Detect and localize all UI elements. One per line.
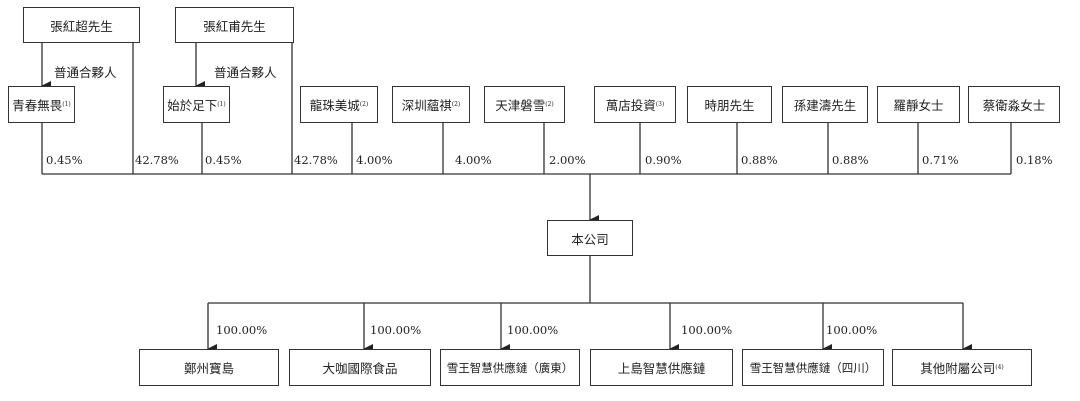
shareholder-name: 深圳蘊祺 — [401, 98, 452, 113]
subsidiary-box: 上島智慧供應鏈 — [590, 349, 733, 386]
shareholder-box: 萬店投資(3) — [594, 86, 676, 123]
pct-label: 100.00% — [216, 323, 268, 337]
subsidiary-name: 鄭州寶島 — [183, 361, 234, 376]
footnote: (1) — [217, 101, 226, 108]
subsidiary-box: 雪王智慧供應鏈（廣東） — [440, 349, 580, 386]
shareholder-name: 孫建濤先生 — [793, 98, 857, 113]
subsidiary-box: 大咖國際食品 — [289, 349, 431, 386]
shareholder-name: 萬店投資 — [605, 98, 656, 113]
subsidiary-name: 雪王智慧供應鏈（廣東） — [446, 360, 574, 375]
pct-label: 100.00% — [507, 323, 559, 337]
subsidiary-box: 雪王智慧供應鏈（四川） — [742, 349, 884, 386]
pct-label: 100.00% — [681, 323, 733, 337]
subsidiary-box: 鄭州寶島 — [139, 349, 279, 386]
gp-label: 普通合夥人 — [214, 65, 277, 80]
shareholder-box: 深圳蘊祺(2) — [392, 86, 470, 123]
shareholder-name: 蔡衛淼女士 — [982, 98, 1046, 113]
shareholder-box: 時朋先生 — [687, 86, 772, 123]
pct-label: 42.78% — [294, 153, 338, 167]
shareholder-box: 蔡衛淼女士 — [968, 86, 1060, 123]
footnote: (3) — [655, 101, 665, 108]
shareholder-box: 青春無畏(1) — [8, 86, 75, 123]
subsidiary-name: 大咖國際食品 — [322, 361, 398, 376]
founder-box: 張紅甫先生 — [175, 7, 294, 43]
gp-label: 普通合夥人 — [54, 65, 117, 80]
footnote: (2) — [359, 101, 369, 108]
shareholder-name: 龍珠美城 — [309, 98, 360, 113]
pct-label: 2.00% — [549, 153, 586, 167]
shareholder-box: 天津磐雪(2) — [484, 86, 565, 123]
founder-box: 張紅超先生 — [23, 7, 140, 43]
company-box: 本公司 — [547, 220, 633, 256]
footnote: (2) — [545, 101, 554, 108]
pct-label: 0.90% — [645, 153, 682, 167]
shareholder-box: 羅靜女士 — [877, 86, 960, 123]
subsidiary-name: 上島智慧供應鏈 — [617, 361, 706, 376]
shareholder-name: 始於足下 — [167, 98, 218, 113]
shareholder-name: 天津磐雪 — [495, 98, 546, 113]
pct-label: 100.00% — [370, 323, 422, 337]
subsidiary-name: 其他附屬公司 — [920, 361, 996, 376]
shareholder-box: 始於足下(1) — [163, 86, 230, 123]
pct-label: 0.45% — [205, 153, 242, 167]
pct-label: 100.00% — [826, 323, 878, 337]
pct-label: 42.78% — [135, 153, 179, 167]
company-name: 本公司 — [571, 231, 609, 247]
pct-label: 4.00% — [455, 153, 492, 167]
subsidiary-name: 雪王智慧供應鏈（四川） — [749, 360, 877, 375]
shareholder-name: 青春無畏 — [12, 98, 63, 113]
pct-label: 4.00% — [356, 153, 393, 167]
pct-label: 0.88% — [832, 153, 869, 167]
footnote: (2) — [451, 101, 461, 108]
pct-label: 0.71% — [922, 153, 959, 167]
pct-label: 0.18% — [1016, 153, 1053, 167]
pct-label: 0.45% — [46, 153, 83, 167]
footnote: (1) — [62, 101, 71, 108]
subsidiary-box: 其他附屬公司(4) — [892, 349, 1032, 386]
shareholder-name: 羅靜女士 — [893, 98, 944, 113]
shareholder-name: 時朋先生 — [704, 98, 755, 113]
shareholder-box: 孫建濤先生 — [782, 86, 868, 123]
founder-name: 張紅甫先生 — [203, 18, 266, 34]
founder-name: 張紅超先生 — [50, 18, 113, 34]
pct-label: 0.88% — [741, 153, 778, 167]
shareholder-box: 龍珠美城(2) — [300, 86, 378, 123]
footnote: (4) — [995, 364, 1004, 371]
